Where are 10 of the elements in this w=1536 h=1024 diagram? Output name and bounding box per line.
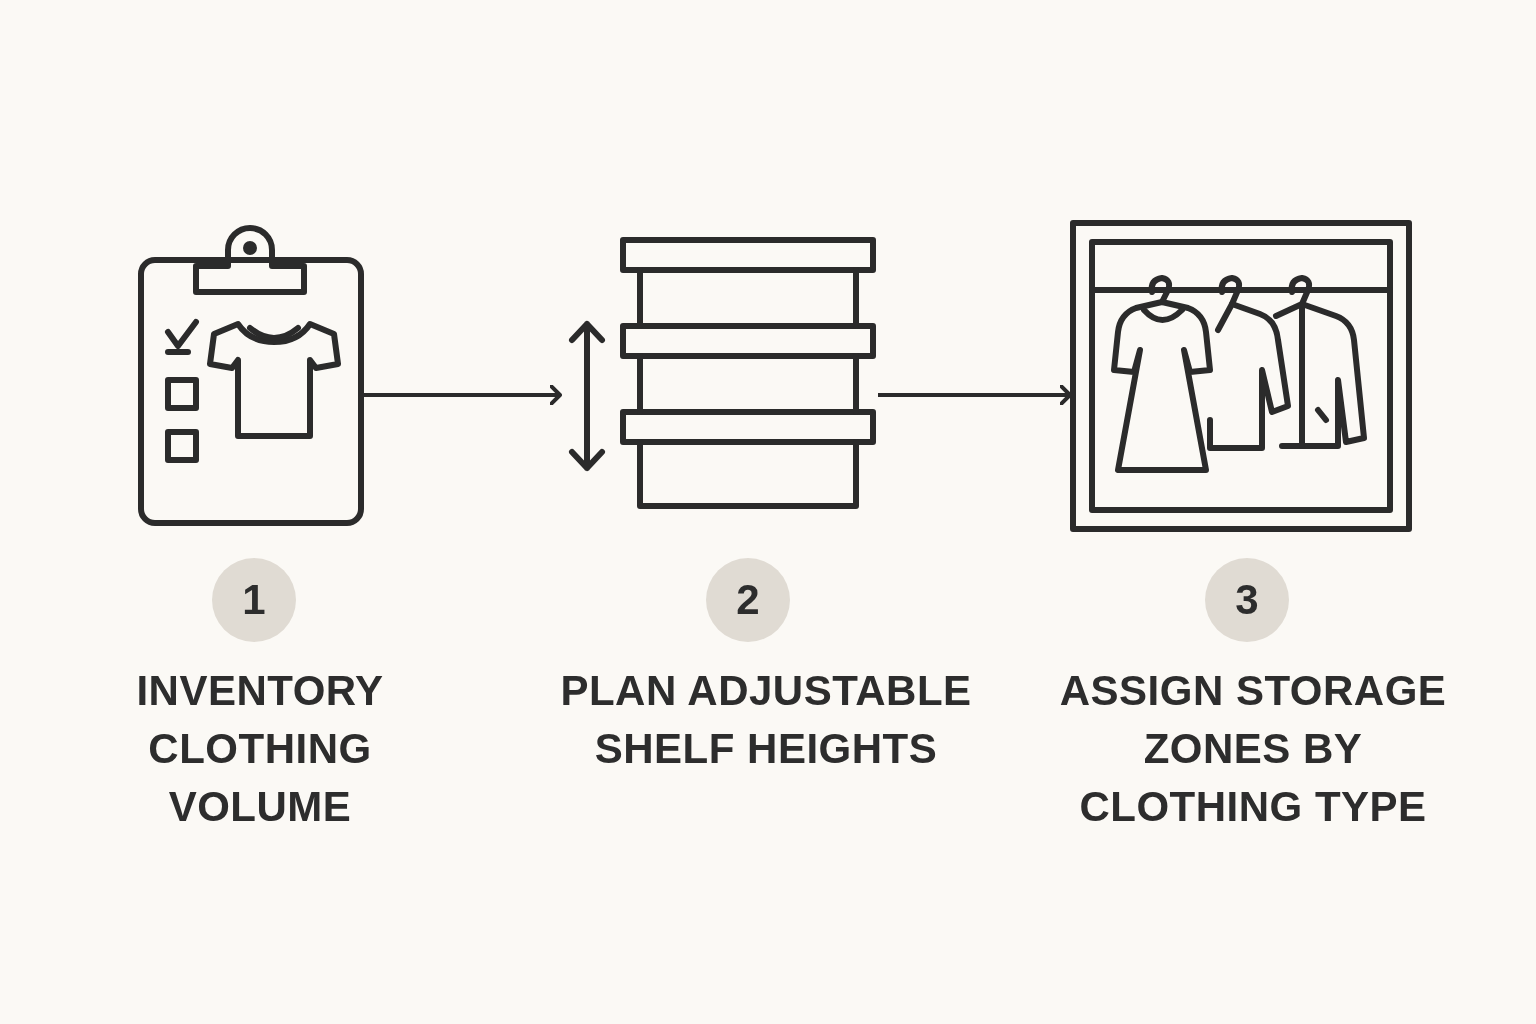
clipboard-checklist-drawing bbox=[138, 222, 364, 526]
step-caption: ASSIGN STORAGE ZONES BY CLOTHING TYPE bbox=[1058, 666, 1448, 832]
step-number-badge: 2 bbox=[706, 558, 790, 642]
step-caption: PLAN ADJUSTABLE SHELF HEIGHTS bbox=[559, 666, 973, 774]
wardrobe-clothes-drawing bbox=[1070, 220, 1412, 532]
step-caption: INVENTORY CLOTHING VOLUME bbox=[135, 666, 385, 832]
arrow bbox=[364, 384, 562, 406]
step-number-badge: 1 bbox=[212, 558, 296, 642]
arrow bbox=[878, 384, 1072, 406]
step-number-badge: 3 bbox=[1205, 558, 1289, 642]
